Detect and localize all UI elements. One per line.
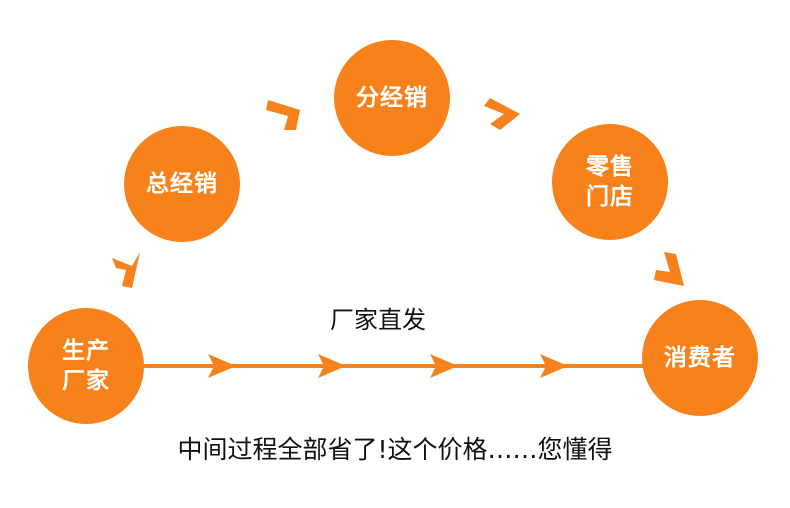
caption-text: 中间过程全部省了!这个价格……您懂得 <box>177 435 613 464</box>
node-consumer-label: 消费者 <box>664 345 736 371</box>
arrowhead-icon <box>540 354 568 378</box>
chevrons <box>112 98 684 288</box>
arrowhead-icon <box>318 354 346 378</box>
node-retail-store-line2: 门店 <box>586 184 634 210</box>
node-sub-distributor: 分经销 <box>334 40 450 156</box>
arrowhead-icon <box>208 354 236 378</box>
chevron-right-icon <box>266 100 300 130</box>
node-manufacturer: 生产 厂家 <box>28 308 144 424</box>
node-general-distributor-label: 总经销 <box>146 171 218 197</box>
chevron-right-icon <box>654 252 684 286</box>
node-manufacturer-line2: 厂家 <box>62 368 110 394</box>
node-sub-distributor-label: 分经销 <box>356 85 428 111</box>
arrowheads <box>208 354 568 378</box>
direct-shipping-label: 厂家直发 <box>330 306 426 334</box>
node-consumer: 消费者 <box>642 300 758 416</box>
chevron-right-icon <box>484 98 520 130</box>
chevron-right-icon <box>112 252 140 288</box>
node-manufacturer-line1: 生产 <box>62 338 110 364</box>
node-general-distributor: 总经销 <box>124 126 240 242</box>
arrowhead-icon <box>430 354 458 378</box>
node-retail-store-line1: 零售 <box>586 154 634 180</box>
node-retail-store: 零售 门店 <box>552 124 668 240</box>
